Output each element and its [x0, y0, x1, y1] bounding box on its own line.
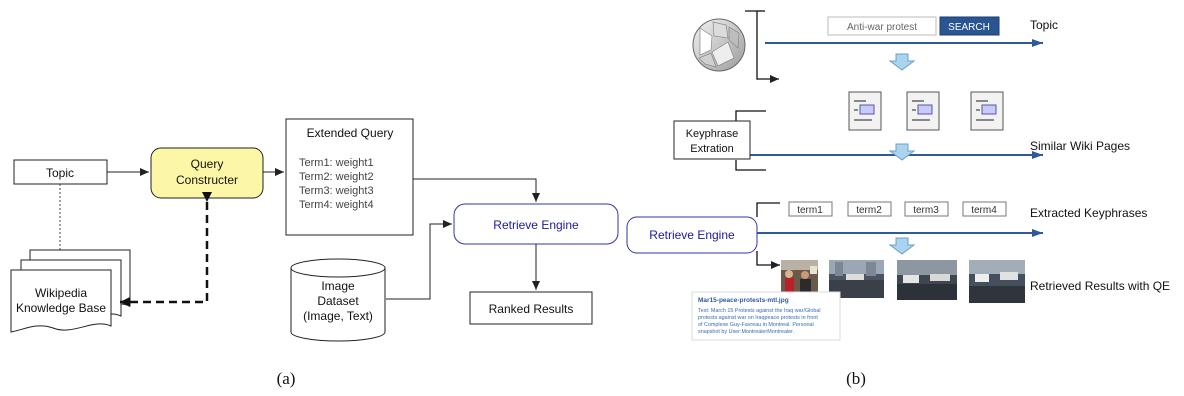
snippet-line-3: of Complexe Guy-Favreau in Montreal. Per…	[698, 322, 814, 328]
row-label-extracted-keyphrases: Extracted Keyphrases	[1030, 206, 1147, 220]
retrieve-engine-label-b: Retrieve Engine	[649, 228, 735, 242]
result-photo-4	[969, 260, 1025, 303]
row-label-topic: Topic	[1030, 18, 1058, 32]
result-photo-1	[781, 260, 818, 292]
extended-query-node: Extended Query Term1: weight1 Term2: wei…	[285, 118, 414, 236]
down-arrow-3	[888, 237, 916, 255]
wiki-page-icon-3	[970, 91, 1004, 131]
panel-b: Anti-war protest SEARCH	[626, 10, 1170, 388]
term-box-2: term2	[847, 201, 892, 217]
image-dataset-line2: Dataset	[317, 294, 359, 308]
keyphrase-extraction-node: Keyphrase Extration	[673, 120, 751, 160]
wiki-page-icon-2	[906, 91, 940, 131]
topic-label: Topic	[46, 166, 74, 180]
image-dataset-node: Image Dataset (Image, Text)	[290, 258, 386, 342]
image-dataset-line3: (Image, Text)	[303, 309, 373, 323]
caption-a: (a)	[277, 369, 296, 388]
query-constructer-node: Query Constructer	[150, 147, 264, 199]
wikipedia-kb-line1: Wikipedia	[35, 286, 87, 300]
term-box-4: term4	[962, 201, 1007, 217]
term-3-label: term3	[913, 205, 939, 216]
wikipedia-kb-node: Wikipedia Knowledge Base	[10, 249, 131, 333]
term-1-label: term1	[797, 205, 823, 216]
arrow-query-wikipedia-bidirectional	[120, 192, 212, 307]
row-label-retrieved-results: Retrieved Results with QE	[1030, 279, 1170, 293]
retrieve-engine-label-a: Retrieve Engine	[493, 218, 579, 232]
arrow-extended-to-engine	[413, 178, 540, 202]
wiki-page-icon-1	[848, 91, 882, 131]
engine-bracket-top	[756, 202, 780, 217]
retrieve-engine-node-a: Retrieve Engine	[453, 203, 619, 245]
topic-node: Topic	[13, 159, 108, 185]
wikipedia-globe-icon	[692, 18, 746, 72]
search-button[interactable]	[939, 16, 1000, 36]
image-dataset-line1: Image	[321, 279, 355, 293]
result-snippet: Mar15-peace-protests-mtl.jpg Text: March…	[691, 291, 841, 341]
snippet-title: Mar15-peace-protests-mtl.jpg	[698, 297, 789, 304]
snippet-line-4: snapshot by User:MontrealerMontrealer.	[698, 329, 794, 335]
ranked-results-label: Ranked Results	[489, 302, 574, 316]
wikipedia-kb-line2: Knowledge Base	[16, 301, 106, 315]
keyphrase-bracket-top	[735, 110, 766, 121]
search-input[interactable]	[827, 16, 937, 36]
down-arrow-1	[888, 53, 916, 71]
keyphrase-extraction-line2: Extration	[690, 143, 733, 155]
query-constructer-line1: Query	[191, 157, 224, 171]
snippet-line-1: Text: March 15 Protests against the Iraq…	[698, 308, 821, 314]
extended-query-term-1: Term1: weight1	[299, 157, 374, 169]
down-arrow-2	[888, 143, 916, 161]
query-constructer-line2: Constructer	[176, 173, 238, 187]
arrow-dataset-to-engine	[386, 220, 452, 300]
search-button-label: SEARCH	[948, 22, 990, 33]
extended-query-title: Extended Query	[307, 126, 394, 140]
snippet-line-2: protests against war on Iraqpeace protes…	[698, 315, 818, 321]
engine-bracket-bottom	[756, 251, 778, 266]
result-photo-3	[897, 260, 957, 300]
extended-query-term-2: Term2: weight2	[299, 171, 374, 183]
term-2-label: term2	[856, 205, 882, 216]
row-label-similar-wiki-pages: Similar Wiki Pages	[1030, 139, 1130, 153]
ranked-results-node: Ranked Results	[469, 291, 593, 325]
extended-query-term-3: Term3: weight3	[299, 185, 374, 197]
term-box-1: term1	[788, 201, 833, 217]
search-input-text: Anti-war protest	[847, 22, 917, 33]
globe-bracket	[745, 10, 758, 80]
keyphrase-bracket-bottom	[735, 160, 766, 171]
term-4-label: term4	[971, 205, 997, 216]
panel-a: Topic Query Constructer Extended Query T…	[10, 118, 619, 388]
term-box-3: term3	[904, 201, 949, 217]
keyphrase-extraction-line1: Keyphrase	[686, 128, 739, 140]
retrieve-engine-node-b: Retrieve Engine	[626, 216, 758, 254]
extended-query-term-4: Term4: weight4	[299, 199, 374, 211]
caption-b: (b)	[846, 369, 866, 388]
search-widget: Anti-war protest SEARCH	[827, 16, 1000, 36]
result-photo-2	[829, 260, 884, 298]
